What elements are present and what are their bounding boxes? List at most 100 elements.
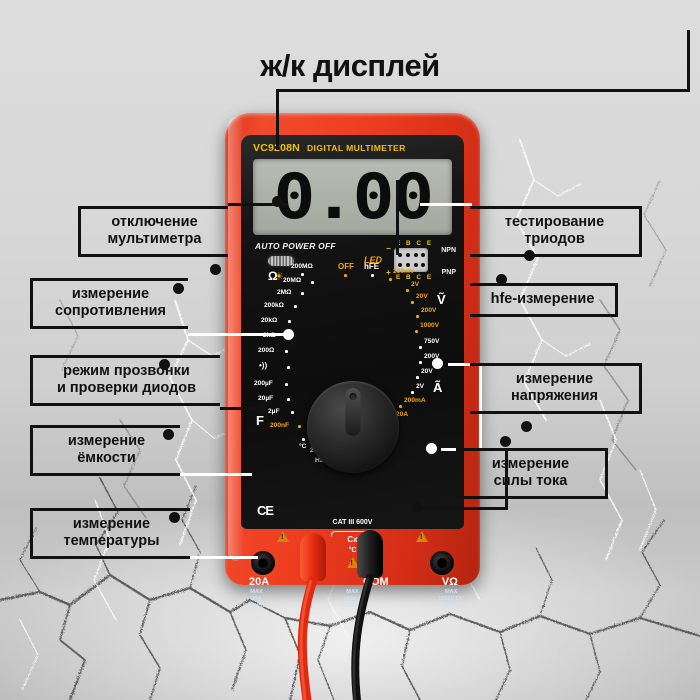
jack-label-vohm: VΩ (441, 576, 458, 588)
dial-dot-200kohm (294, 305, 297, 308)
dot-capacitance (163, 429, 174, 440)
dial-label-200mohm: 200MΩ (291, 263, 313, 270)
jack-20a[interactable] (251, 551, 275, 575)
dial-label-200kohm: 200kΩ (264, 302, 284, 309)
jack-vohm[interactable] (430, 551, 454, 575)
dial-label-ac200ma: 200mA (404, 397, 426, 404)
knob-center-pip (349, 393, 356, 400)
lead-continuity (220, 407, 262, 410)
farad-symbol: F (256, 413, 264, 428)
dot-continuity-device (256, 403, 267, 414)
minus-sign: − (386, 244, 391, 253)
callout-temperature: измерение температуры (30, 508, 190, 559)
warning-icon-center (346, 557, 359, 568)
lcd-display: 0.00 (253, 159, 452, 235)
dot-voltage (521, 421, 532, 432)
dial-dot-2v (406, 289, 409, 292)
callout-voltage-line2: напряжения (511, 388, 598, 404)
callout-voltage: измерение напряжения (470, 363, 642, 414)
npn-label: NPN (441, 247, 456, 254)
dial-label-hfe: hFE (364, 262, 380, 271)
dial-label-ac2v: 2V (416, 383, 425, 390)
dial-label-off: OFF (338, 262, 354, 271)
callout-hfe: hfe-измерение (470, 283, 618, 317)
dial-dot-750v (419, 346, 422, 349)
dial-label-2v: 2V (411, 281, 420, 288)
dot-power-off (210, 264, 221, 275)
dial-label-ac20v: 20V (421, 368, 433, 375)
hfe-pins-top: E B C E (396, 240, 434, 247)
title-anchor-dot (272, 196, 283, 207)
callout-voltage-line1: измерение (515, 371, 594, 387)
cx-temp-label: °C (348, 547, 357, 554)
callout-resistance: измерение сопротивления (30, 278, 188, 329)
callout-continuity-line2: и проверки диодов (56, 380, 197, 396)
dial-dot-200mohm (301, 273, 304, 276)
dial-label-200v: 200V (421, 307, 437, 314)
dial-label-temp: °C (299, 443, 307, 450)
pnp-label: PNP (441, 269, 456, 276)
callout-triode-line2: триодов (524, 231, 585, 247)
dial-label-continuity: •)) (259, 361, 268, 370)
dial-dot-continuity (287, 366, 290, 369)
hfe-socket-group[interactable]: LED − + E B C E E B C E NPN PNP (364, 239, 456, 281)
title-leader-horizontal (276, 89, 690, 92)
callout-current-line1: измерение (491, 456, 570, 472)
dial-label-750v: 750V (424, 338, 440, 345)
led-label: LED (364, 255, 382, 265)
ce-mark: CE (257, 503, 274, 518)
backlight-icon: ☀ (274, 271, 284, 283)
dot-current-device (412, 502, 423, 513)
callout-current-line2: силы тока (493, 473, 568, 489)
dial-dot-200ohm (285, 350, 288, 353)
transistor-socket[interactable] (394, 248, 428, 272)
dial-label-20kohm: 20kΩ (261, 317, 278, 324)
dial-label-20v: 20V (416, 293, 428, 300)
dot-temperature (169, 512, 180, 523)
multimeter-device[interactable]: VC9208N DIGITAL MULTIMETER 0.00 AUTO POW… (225, 113, 480, 609)
voltage-bracket-vertical (479, 363, 482, 451)
dot-triode (524, 250, 535, 261)
dial-dot-2mohm (301, 292, 304, 295)
lcd-reading: 0.00 (273, 160, 434, 233)
dot-resistance (173, 283, 184, 294)
jack-label-20a: 20A (249, 576, 270, 588)
dot-hfe (496, 274, 507, 285)
ohm-symbol: Ω (268, 269, 278, 283)
callout-capacitance-line1: измерение (67, 433, 146, 449)
dot-voltage-device-top (432, 358, 443, 369)
dial-dot-20mohm (311, 281, 314, 284)
cx-label: Cx (347, 535, 358, 544)
dial-label-2uf: 2µF (268, 408, 280, 415)
dial-label-ac20a: 20A (396, 411, 409, 418)
dial-dot-ac20v (416, 376, 419, 379)
ac-volt-symbol: Ṽ (437, 292, 446, 307)
callout-capacitance: измерение ёмкости (30, 425, 180, 476)
page-title: ж/к дисплей (260, 48, 440, 83)
dial-dot-temp (302, 438, 305, 441)
rotary-selector-knob[interactable] (306, 381, 399, 473)
lead-temperature (190, 556, 258, 559)
title-box-right-edge (687, 30, 690, 92)
dot-current (500, 436, 511, 447)
probe-red-plug[interactable] (300, 533, 326, 581)
device-type-label: DIGITAL MULTIMETER (306, 143, 406, 153)
callout-capacitance-line2: ёмкости (77, 450, 136, 466)
lead-power-off (228, 203, 288, 206)
dial-dot-20v (411, 301, 414, 304)
callout-resistance-line2: сопротивления (55, 303, 166, 319)
probe-black-plug[interactable] (357, 530, 383, 578)
callout-current: измерение силы тока (456, 448, 608, 499)
callout-power-off-line2: мультиметра (107, 231, 202, 247)
dial-dot-200mv (389, 278, 392, 281)
title-leader-vertical (276, 92, 279, 150)
knob-pointer (345, 388, 360, 436)
dial-label-2mohm: 2MΩ (277, 289, 292, 296)
triode-connector-v (396, 180, 399, 255)
lead-current-to-device (418, 507, 508, 510)
